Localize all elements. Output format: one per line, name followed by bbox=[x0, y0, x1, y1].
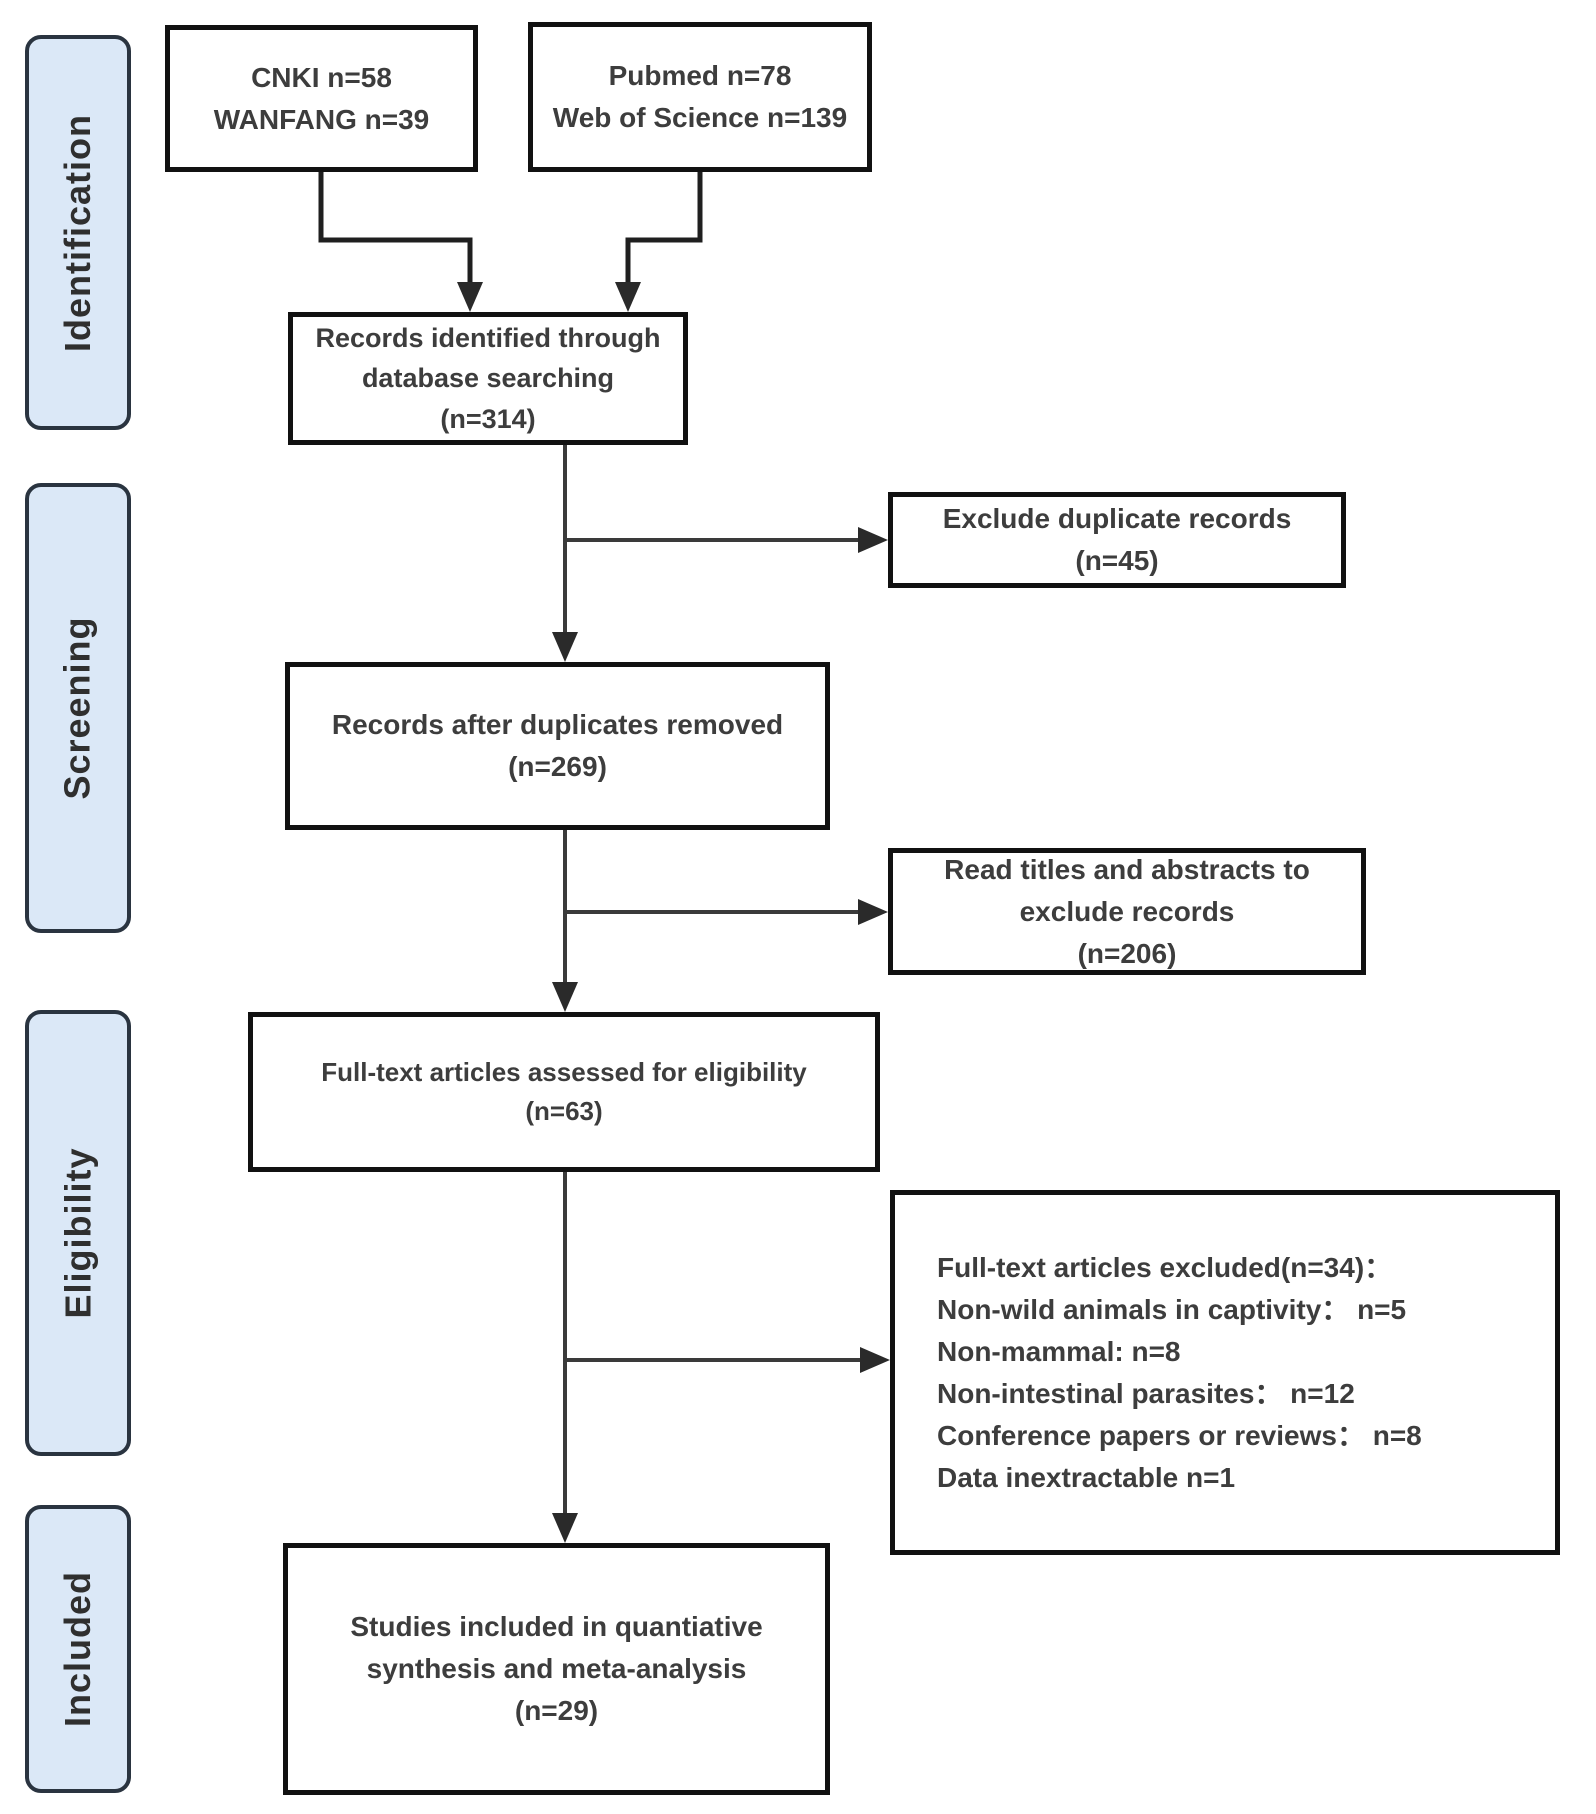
box-fulltext-excluded: Full-text articles excluded(n=34)： Non-w… bbox=[890, 1190, 1560, 1555]
stage-label: Identification bbox=[57, 113, 98, 352]
box-records-after-duplicates: Records after duplicates removed (n=269) bbox=[285, 662, 830, 830]
box-text-line: Read titles and abstracts to bbox=[944, 853, 1310, 885]
box-exclude-duplicate-records: Exclude duplicate records (n=45) bbox=[888, 492, 1346, 588]
box-studies-included: Studies included in quantiative synthesi… bbox=[283, 1543, 830, 1795]
box-text-line: database searching bbox=[361, 363, 615, 394]
box-text-line: Non-wild animals in captivity： n=5 bbox=[937, 1293, 1407, 1325]
stage-identification: Identification bbox=[25, 35, 131, 430]
box-text-line: Exclude duplicate records bbox=[942, 503, 1292, 534]
stage-screening: Screening bbox=[25, 483, 131, 933]
box-text-line: Pubmed n=78 bbox=[608, 60, 792, 91]
box-text-line: exclude records bbox=[1019, 895, 1235, 927]
box-text-line: Full-text articles assessed for eligibil… bbox=[321, 1057, 807, 1087]
box-text-line: Studies included in quantiative bbox=[350, 1611, 763, 1642]
stage-label: Included bbox=[57, 1570, 99, 1728]
stage-eligibility: Eligibility bbox=[25, 1010, 131, 1456]
box-text-line: Records identified through bbox=[315, 322, 661, 353]
box-records-identified: Records identified through database sear… bbox=[288, 312, 688, 445]
box-text-line: (n=269) bbox=[508, 751, 607, 782]
box-read-titles-abstracts: Read titles and abstracts to exclude rec… bbox=[888, 848, 1366, 975]
box-text-line: (n=45) bbox=[1075, 545, 1159, 576]
box-cnki-wanfang-sources: CNKI n=58 WANFANG n=39 bbox=[165, 25, 478, 172]
box-text-line: WANFANG n=39 bbox=[213, 103, 430, 135]
stage-included: Included bbox=[25, 1505, 131, 1793]
box-pubmed-wos-sources: Pubmed n=78 Web of Science n=139 bbox=[528, 22, 872, 172]
box-text-line: Non-intestinal parasites： n=12 bbox=[937, 1377, 1355, 1409]
arrow-cnki-to-identified bbox=[318, 172, 483, 312]
box-text-line: Web of Science n=139 bbox=[552, 102, 848, 133]
stage-label: Eligibility bbox=[57, 1147, 99, 1319]
box-text-line: CNKI n=58 bbox=[251, 61, 392, 93]
box-text-line: Data inextractable n=1 bbox=[937, 1461, 1236, 1493]
box-text-line: synthesis and meta-analysis bbox=[366, 1653, 747, 1684]
arrow-pubmed-to-identified bbox=[615, 172, 703, 312]
box-text-line: (n=29) bbox=[514, 1695, 599, 1726]
box-text-line: Conference papers or reviews： n=8 bbox=[937, 1419, 1422, 1451]
stage-label: Screening bbox=[57, 616, 98, 800]
box-text-line: (n=63) bbox=[525, 1096, 603, 1126]
box-fulltext-assessed: Full-text articles assessed for eligibil… bbox=[248, 1012, 880, 1172]
box-text-line: (n=206) bbox=[1077, 937, 1177, 969]
box-text-line: Non-mammal: n=8 bbox=[937, 1335, 1181, 1367]
box-text-line: (n=314) bbox=[440, 403, 536, 434]
box-text-line: Full-text articles excluded(n=34)： bbox=[937, 1251, 1393, 1283]
box-text-line: Records after duplicates removed bbox=[331, 709, 784, 740]
